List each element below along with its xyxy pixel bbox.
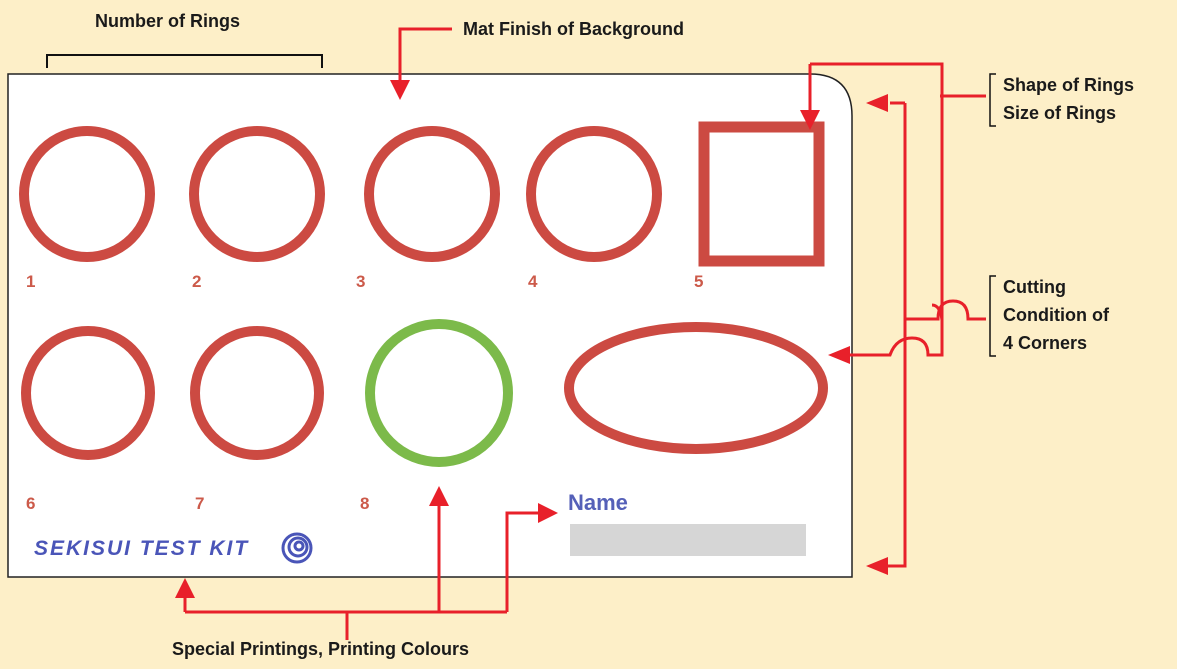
number-of-rings-bracket (46, 54, 323, 68)
ring-1 (19, 126, 155, 262)
ring-4 (526, 126, 662, 262)
arrow-head-cutting (828, 346, 850, 364)
brand-text: SEKISUI TEST KIT (34, 537, 250, 560)
ring-number-1: 1 (26, 272, 36, 291)
cutting-condition-arrows (850, 96, 986, 357)
label-shape-of-rings: Shape of Rings (1003, 75, 1135, 95)
swirl-logo-icon (281, 532, 313, 564)
ring-number-4: 4 (528, 272, 538, 291)
ring-6 (21, 326, 155, 460)
arrow-head-brand (175, 578, 195, 598)
arrow-head-green-ring (429, 486, 449, 506)
ring-8-green (365, 319, 513, 467)
mat-finish-arrow (390, 27, 452, 100)
label-size-of-rings: Size of Rings (1003, 103, 1117, 123)
ring-3 (364, 126, 500, 262)
label-cutting-line1: Cutting (1003, 277, 1066, 297)
ring-number-2: 2 (192, 272, 202, 291)
arrow-head-name (538, 503, 558, 523)
cutting-bracket (989, 275, 996, 357)
ring-number-8: 8 (360, 494, 370, 513)
ring-number-5: 5 (694, 272, 704, 291)
label-mat-finish: Mat Finish of Background (463, 19, 685, 39)
ring-7 (190, 326, 324, 460)
label-cutting-line3: 4 Corners (1003, 333, 1088, 353)
name-field-box (570, 524, 806, 556)
ring-number-6: 6 (26, 494, 36, 513)
arrow-head-shape-top (800, 110, 820, 130)
ring-2 (189, 126, 325, 262)
special-printings-arrows (183, 504, 540, 640)
ring-number-3: 3 (356, 272, 366, 291)
ring-oval (564, 322, 828, 454)
arrow-head-corner-top (866, 94, 888, 112)
label-cutting-line2: Condition of (1003, 305, 1109, 325)
shape-size-bracket (989, 73, 996, 127)
label-number-of-rings: Number of Rings (95, 11, 241, 31)
ring-5-square (698, 121, 825, 267)
ring-number-7: 7 (195, 494, 205, 513)
name-label: Name (568, 490, 628, 515)
arrow-head-corner-bottom (866, 557, 888, 575)
label-special-printings: Special Printings, Printing Colours (172, 639, 470, 659)
